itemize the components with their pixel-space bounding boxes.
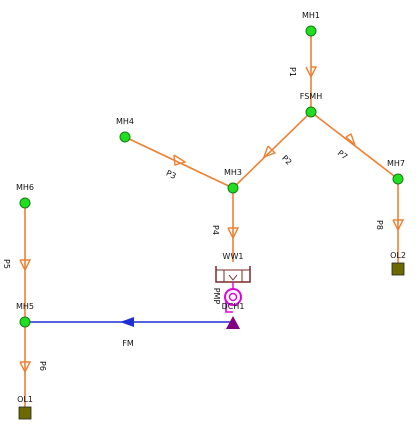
label-fsmh: FSMH — [300, 92, 322, 101]
manhole-mh3[interactable] — [227, 182, 239, 194]
label-ol2: OL2 — [390, 251, 406, 260]
manhole-mh4[interactable] — [119, 131, 131, 143]
label-fm: FM — [122, 339, 134, 348]
label-mh4: MH4 — [116, 117, 134, 126]
label-ol1: OL1 — [17, 395, 33, 404]
label-p4: P4 — [211, 225, 220, 235]
label-p5: P5 — [2, 259, 11, 269]
flow-arrow-fm — [120, 317, 134, 327]
outlet-ol2[interactable] — [391, 262, 405, 276]
flow-arrow-p7 — [345, 132, 356, 146]
label-p1: P1 — [288, 67, 297, 77]
label-mh5: MH5 — [16, 302, 34, 311]
pipe-p3[interactable] — [124, 136, 234, 189]
flow-arrow-p2 — [262, 145, 277, 159]
outlet-ol1[interactable] — [18, 406, 32, 420]
flow-arrow-p4 — [227, 227, 240, 240]
discharge-node-dch1[interactable] — [226, 316, 240, 329]
label-p3: P3 — [165, 169, 178, 181]
flow-arrow-p3 — [173, 154, 187, 166]
manhole-mh5[interactable] — [19, 316, 31, 328]
manhole-mh1[interactable] — [305, 25, 317, 37]
label-mh7: MH7 — [387, 159, 405, 168]
label-pmp: PMP — [212, 288, 221, 305]
manhole-mh7[interactable] — [392, 173, 404, 185]
flow-arrow-p6 — [19, 361, 32, 374]
label-p7: P7 — [336, 148, 349, 161]
label-dch1: DCH1 — [222, 302, 245, 311]
wet-well-ww1[interactable] — [215, 266, 251, 283]
manhole-fsmh[interactable] — [305, 106, 317, 118]
flow-arrow-p5 — [19, 259, 32, 272]
label-p6: P6 — [38, 361, 47, 371]
flow-arrow-p8 — [392, 219, 405, 232]
label-mh3: MH3 — [224, 168, 242, 177]
label-ww1: WW1 — [223, 252, 244, 261]
flow-arrow-p1 — [305, 66, 318, 79]
label-p8: P8 — [375, 220, 384, 230]
label-p2: P2 — [280, 154, 293, 167]
label-mh6: MH6 — [16, 183, 34, 192]
pipe-p7[interactable] — [310, 111, 399, 180]
manhole-mh6[interactable] — [19, 197, 31, 209]
label-mh1: MH1 — [302, 11, 320, 20]
pump-pmp-icon[interactable] — [224, 282, 242, 313]
